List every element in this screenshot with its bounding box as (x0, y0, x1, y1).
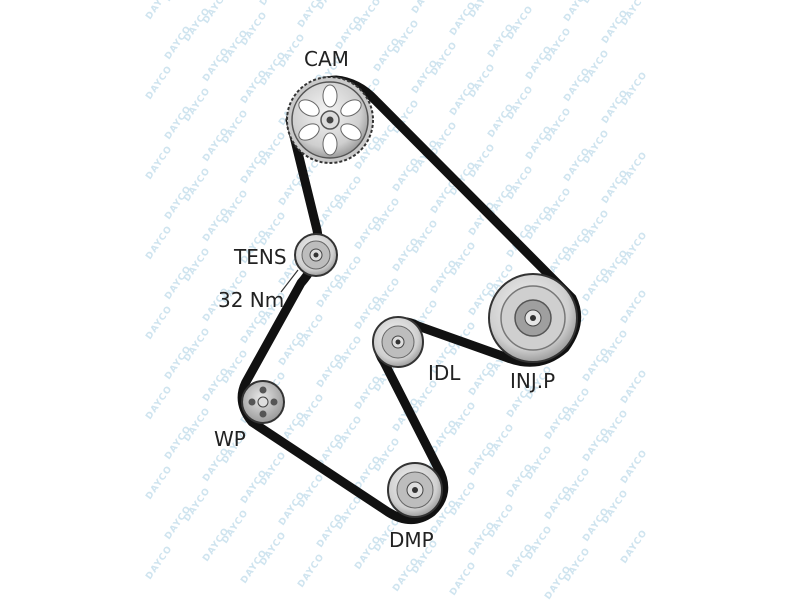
watermark-text: DAYCO (144, 384, 175, 422)
watermark-text: DAYCO (296, 552, 327, 590)
label-cam: CAM (304, 47, 349, 71)
cam-pulley (286, 76, 374, 164)
watermark-text: DAYCO (144, 224, 175, 262)
label-tens: TENS (233, 245, 287, 269)
watermark-text: DAYCO (144, 304, 175, 342)
watermark-text: DAYCO (144, 544, 175, 582)
watermark-text: DAYCO (619, 528, 650, 566)
watermark-text: DAYCO (410, 0, 441, 16)
watermark-text: DAYCO (619, 288, 650, 326)
watermark-text: DAYCO (619, 448, 650, 486)
injection-pump-pulley (488, 273, 578, 363)
label-idl: IDL (428, 361, 461, 385)
watermark-text: DAYCO (619, 368, 650, 406)
label-inj: INJ.P (510, 369, 555, 393)
watermark-text: DAYCO (144, 464, 175, 502)
label-torque: 32 Nm (218, 288, 284, 312)
label-dmp: DMP (389, 528, 434, 552)
watermark-text: DAYCO (258, 0, 289, 8)
watermark-text: DAYCO (163, 0, 194, 4)
torque-leader-line (280, 269, 299, 293)
watermark-text: DAYCO (448, 560, 479, 598)
watermark-text: DAYCO (144, 64, 175, 102)
damper-pulley (387, 462, 443, 518)
watermark-text: DAYCO (144, 144, 175, 182)
idler-pulley (372, 316, 424, 368)
label-wp: WP (214, 427, 246, 451)
watermark-text: DAYCO (524, 0, 555, 2)
tensioner-pulley (294, 233, 338, 277)
water-pump-pulley (241, 380, 285, 424)
